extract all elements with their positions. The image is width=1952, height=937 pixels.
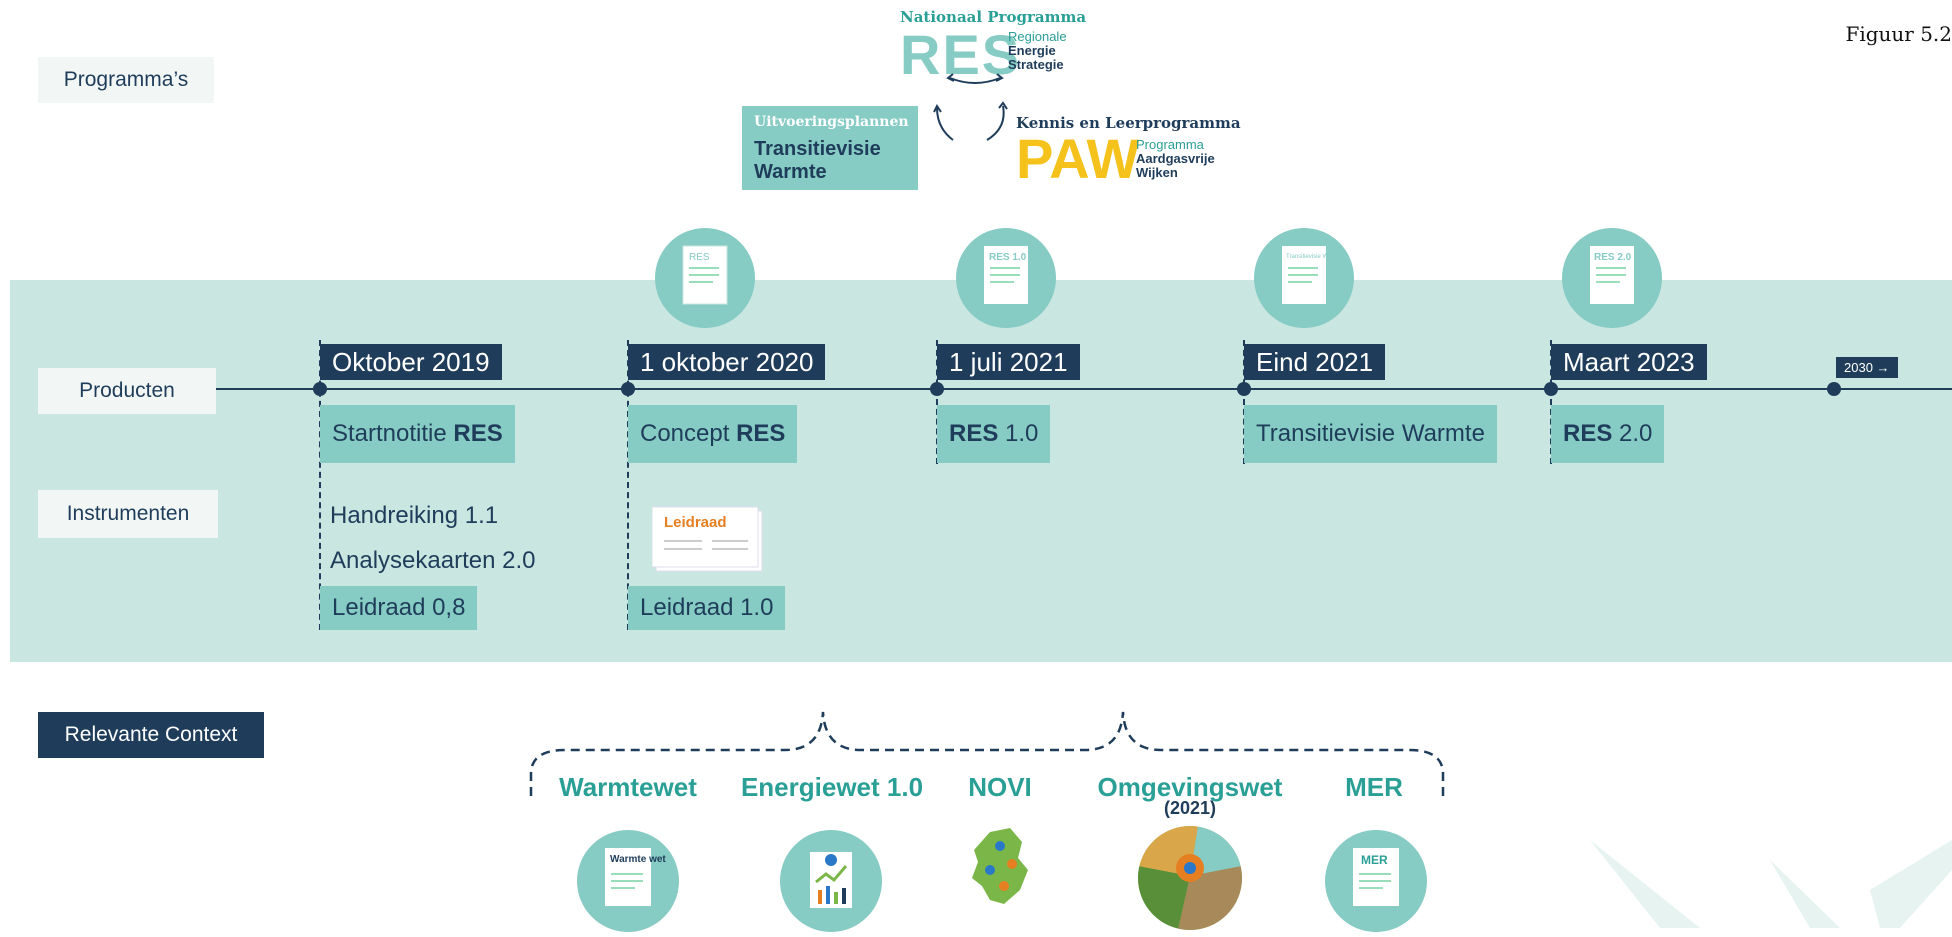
instrument-leidraad-10: Leidraad 1.0	[628, 586, 786, 630]
instrument-leidraad-08: Leidraad 0,8	[320, 586, 478, 630]
timeline-band	[10, 280, 1952, 662]
context-energiewet-title: Energiewet 1.0	[740, 772, 924, 802]
end-marker-tag: 2030 →	[1836, 357, 1898, 378]
res-logo-line1: Regionale	[1008, 29, 1067, 44]
milestone-3-date: 1 juli 2021	[937, 344, 1080, 380]
wind-turbine-decoration-icon	[1590, 840, 1952, 928]
milestone-4-product: Transitievisie Warmte	[1244, 405, 1497, 463]
milestone-5-dash	[1550, 340, 1552, 464]
milestone-3-doc-icon: RES 1.0	[956, 228, 1056, 328]
res-logo-line3: Strategie	[1008, 57, 1064, 72]
context-omgevingswet-title: Omgevingswet	[1097, 772, 1283, 802]
row-label-context: Relevante Context	[38, 712, 264, 758]
row-label-instrumenten: Instrumenten	[38, 490, 218, 538]
instrument-analysekaarten: Analysekaarten 2.0	[330, 547, 536, 574]
tvw-program-top: Uitvoeringsplannen	[754, 114, 909, 130]
paw-logo-line1: Programma	[1136, 137, 1204, 152]
context-omgevingswet-sub: (2021)	[1163, 798, 1217, 818]
instrument-handreiking: Handreiking 1.1	[330, 502, 499, 529]
milestone-2-date: 1 oktober 2020	[628, 344, 826, 380]
milestone-5-doc-label: RES 2.0	[1594, 252, 1632, 263]
milestone-1-dot	[313, 382, 327, 396]
mer-icon: MER	[1325, 830, 1427, 932]
milestone-5-dot	[1544, 382, 1558, 396]
warmtewet-icon-label: Warmte wet	[610, 854, 666, 865]
milestone-3-product-bold: RES	[949, 420, 999, 447]
milestone-2-product: Concept RES	[628, 405, 798, 463]
row-label-context-text: Relevante Context	[64, 723, 238, 746]
res-logo-subtitle: Regionale Energie Strategie	[1008, 30, 1067, 72]
milestone-4-doc-label: Transitievisie Warmte	[1286, 254, 1344, 260]
milestone-2-dash	[627, 340, 629, 630]
milestone-3-product: RES 1.0	[937, 405, 1051, 463]
context-warmtewet-title: Warmtewet	[559, 772, 697, 802]
end-marker-dot	[1827, 382, 1841, 396]
milestone-1-date: Oktober 2019	[320, 344, 502, 380]
milestone-2-doc-icon: RES	[655, 228, 755, 328]
milestone-3-dash	[936, 340, 938, 464]
milestone-4-product-pre: Transitievisie Warmte	[1256, 420, 1485, 447]
leidraad-doc-icon: Leidraad	[651, 505, 768, 575]
milestone-2-dot	[621, 382, 635, 396]
leidraad-doc-label: Leidraad	[664, 514, 727, 531]
milestone-4-dot	[1237, 382, 1251, 396]
novi-map-icon	[960, 820, 1040, 920]
milestone-3-dot	[930, 382, 944, 396]
warmtewet-icon: Warmte wet	[577, 830, 679, 932]
row-label-instrumenten-text: Instrumenten	[66, 502, 190, 525]
milestone-2-product-bold: RES	[736, 420, 786, 447]
tvw-program-line2: Warmte	[754, 161, 827, 183]
paw-logo-mark: PAW	[1016, 127, 1140, 190]
energiewet-chart-icon	[780, 830, 882, 932]
paw-logo-line3: Wijken	[1136, 165, 1178, 180]
tvw-program-line1: Transitievisie	[754, 138, 881, 160]
milestone-1-product-pre: Startnotitie	[332, 420, 454, 447]
cycle-arrows-icon	[933, 73, 1008, 141]
milestone-4-doc-icon: Transitievisie Warmte	[1254, 228, 1354, 328]
milestone-4-dash	[1243, 340, 1245, 464]
tvw-program-box: Uitvoeringsplannen Transitievisie Warmte	[742, 106, 918, 190]
milestone-2-product-pre: Concept	[640, 420, 737, 447]
paw-logo-subtitle: Programma Aardgasvrije Wijken	[1136, 138, 1215, 180]
milestone-2-doc-label: RES	[689, 252, 710, 263]
paw-program-top: Kennis en Leerprogramma	[1016, 114, 1241, 132]
res-logo-line2: Energie	[1008, 43, 1056, 58]
timeline-line	[216, 388, 1952, 390]
milestone-3-product-post: 1.0	[998, 420, 1039, 447]
milestone-1-dash	[319, 340, 321, 630]
milestone-5-product-post: 2.0	[1612, 420, 1653, 447]
row-label-producten: Producten	[38, 368, 216, 414]
row-label-programmas-text: Programma’s	[63, 68, 189, 91]
milestone-1-product: Startnotitie RES	[320, 405, 515, 463]
context-novi-title: NOVI	[968, 772, 1032, 802]
row-label-producten-text: Producten	[79, 379, 175, 402]
context-mer-title: MER	[1345, 772, 1403, 802]
res-program-top: Nationaal Programma	[900, 8, 1087, 26]
row-label-programmas: Programma’s	[38, 57, 214, 103]
milestone-5-doc-icon: RES 2.0	[1562, 228, 1662, 328]
milestone-4-date: Eind 2021	[1244, 344, 1386, 380]
mer-icon-label: MER	[1361, 853, 1388, 867]
figure-label: Figuur 5.2	[1845, 22, 1952, 46]
paw-logo-line2: Aardgasvrije	[1136, 151, 1215, 166]
milestone-1-product-bold: RES	[453, 420, 503, 447]
milestone-5-product: RES 2.0	[1551, 405, 1665, 463]
milestone-5-date: Maart 2023	[1551, 344, 1707, 380]
omgevingswet-icon	[1138, 826, 1242, 930]
milestone-5-product-bold: RES	[1563, 420, 1613, 447]
milestone-3-doc-label: RES 1.0	[989, 252, 1027, 263]
